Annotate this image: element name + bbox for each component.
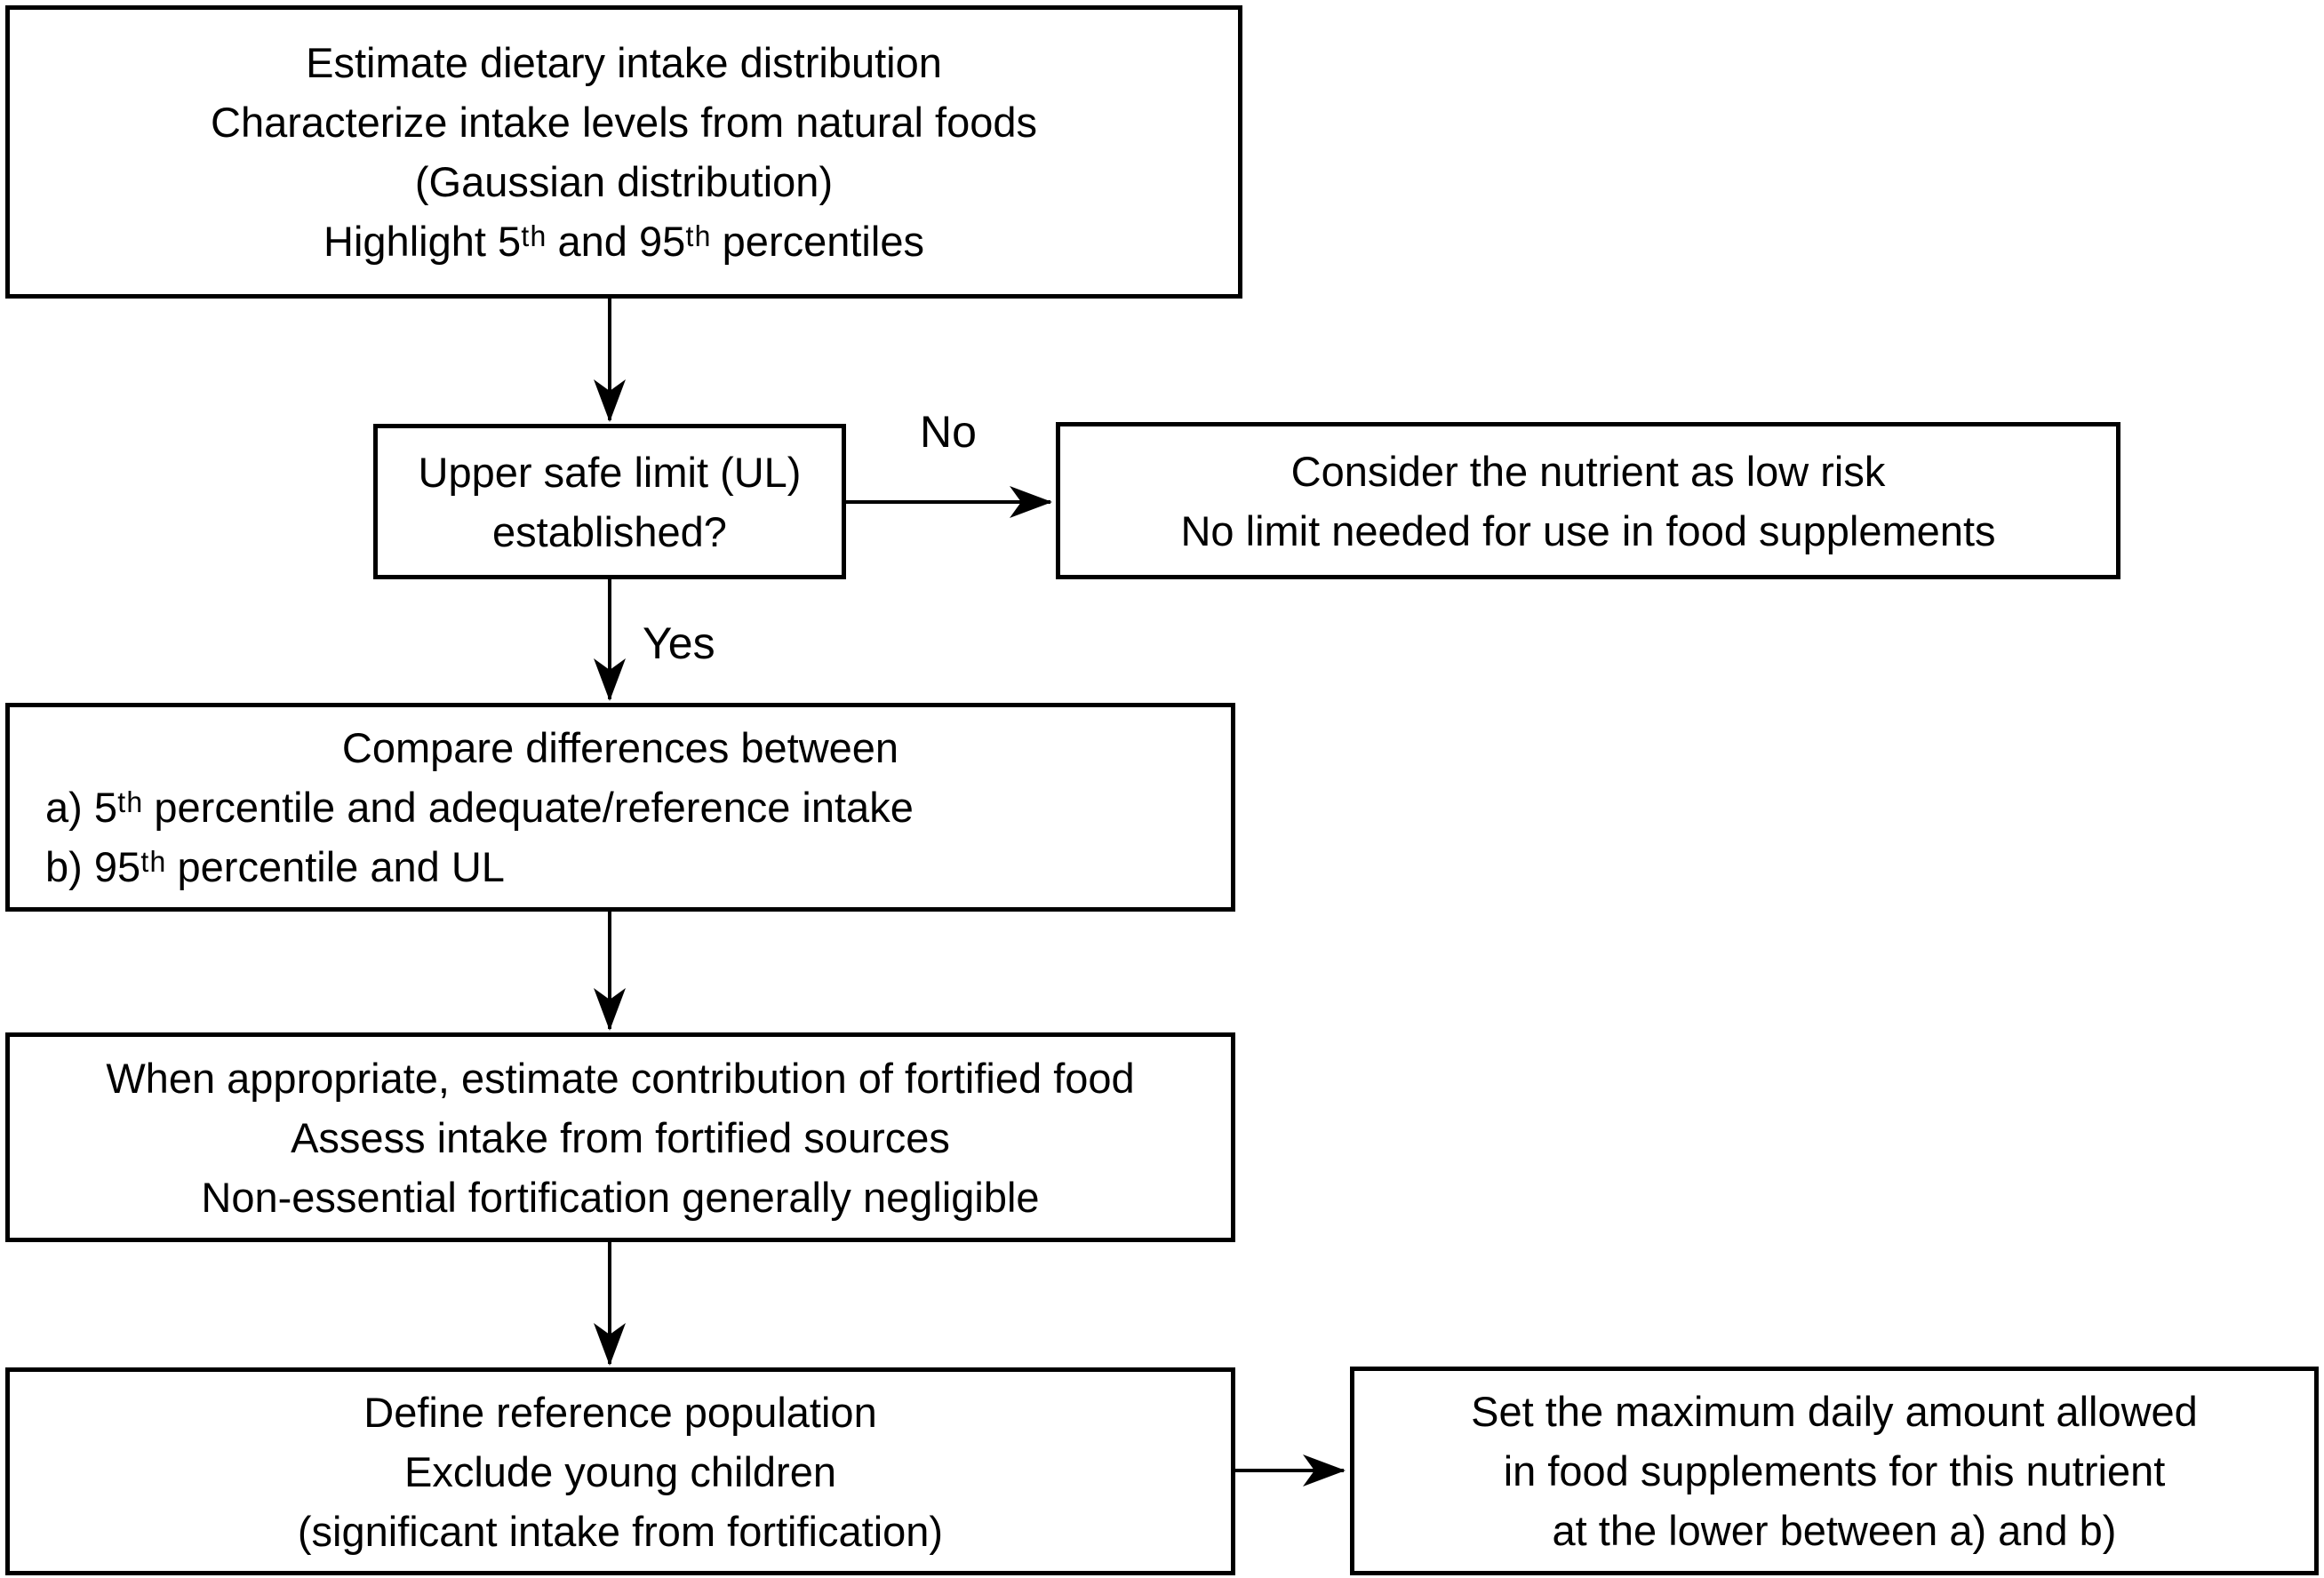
node-set-maximum-daily-amount: Set the maximum daily amount allowed in … (1350, 1367, 2319, 1575)
node-text-line: Assess intake from fortified sources (291, 1113, 950, 1161)
node-text-line: a) 5ᵗʰ percentile and adequate/reference… (45, 784, 914, 831)
node-text-line: in food supplements for this nutrient (1503, 1447, 2166, 1494)
node-text-line: Compare differences between (341, 724, 899, 771)
node-text-line: b) 95ᵗʰ percentile and UL (45, 843, 505, 890)
node-text-line: Set the maximum daily amount allowed (1471, 1388, 2198, 1435)
node-text-line: Estimate dietary intake distribution (306, 39, 942, 86)
edge-label-no: No (920, 407, 977, 457)
node-fortified-food-contribution: When appropriate, estimate contribution … (5, 1032, 1235, 1242)
node-text-line: established? (492, 507, 727, 555)
node-text-line: (significant intake from fortification) (297, 1507, 944, 1555)
node-text-line: at the lower between a) and b) (1552, 1507, 2117, 1554)
node-text-line: Characterize intake levels from natural … (211, 99, 1037, 146)
node-text-line: Upper safe limit (UL) (418, 448, 802, 496)
node-low-risk: Consider the nutrient as low risk No lim… (1056, 422, 2120, 579)
edge-label-yes: Yes (643, 618, 715, 668)
node-reference-population: Define reference population Exclude youn… (5, 1367, 1235, 1575)
node-text-line: No limit needed for use in food suppleme… (1180, 506, 1996, 554)
node-intake-distribution: Estimate dietary intake distribution Cha… (5, 5, 1242, 299)
node-compare-differences: Compare differences between a) 5ᵗʰ perce… (5, 703, 1235, 912)
node-text-line: Highlight 5ᵗʰ and 95ᵗʰ percentiles (323, 218, 924, 265)
node-ul-established-question: Upper safe limit (UL) established? (373, 424, 846, 579)
node-text-line: Non-essential fortification generally ne… (201, 1173, 1040, 1221)
node-text-line: Exclude young children (404, 1447, 836, 1495)
node-text-line: When appropriate, estimate contribution … (106, 1054, 1135, 1102)
node-text-line: (Gaussian distribution) (414, 158, 834, 205)
node-text-line: Consider the nutrient as low risk (1290, 447, 1886, 495)
node-text-line: Define reference population (363, 1388, 877, 1436)
